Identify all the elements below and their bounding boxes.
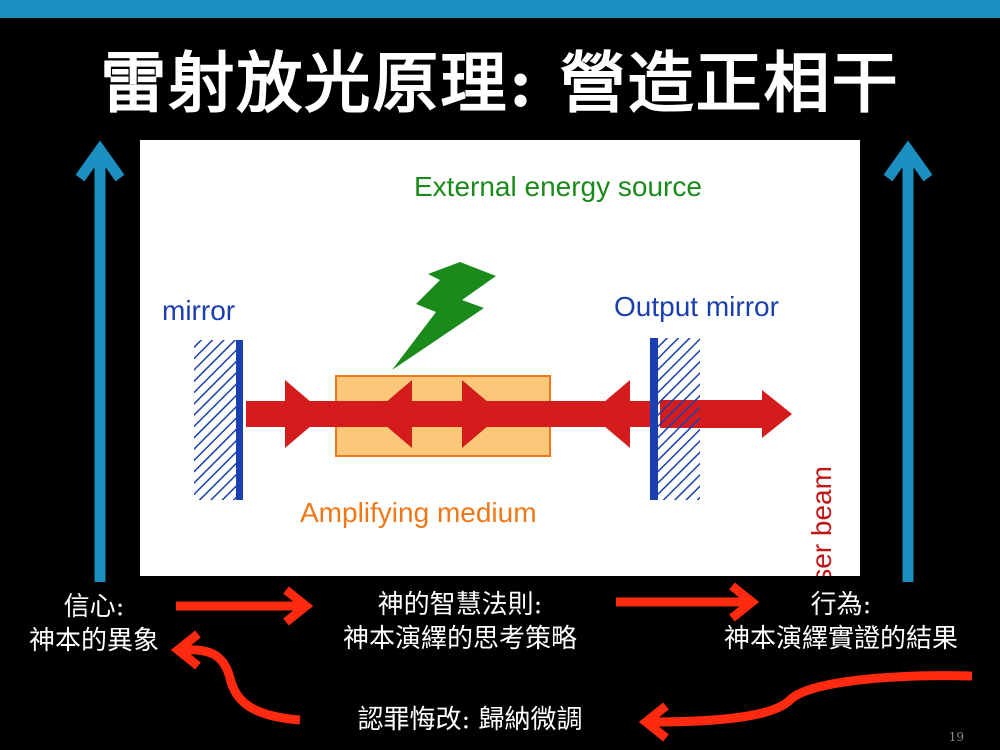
wisdom-to-action-arrow bbox=[616, 582, 760, 622]
output-mirror-hatch bbox=[658, 338, 700, 500]
action-to-repent-arrow bbox=[638, 671, 973, 742]
faith-label: 信心: 神本的異象 bbox=[6, 590, 182, 658]
mirror-label: mirror bbox=[162, 295, 235, 326]
left-mirror-hatch bbox=[194, 340, 236, 500]
output-mirror bbox=[650, 338, 658, 500]
lightning-bolt-icon bbox=[392, 262, 496, 370]
beam-arrowhead-left-2 bbox=[590, 380, 630, 448]
energy-source-label: External energy source bbox=[414, 171, 702, 202]
action-label-line2: 神本演繹實證的結果 bbox=[723, 624, 958, 654]
faith-label-line1: 信心: bbox=[63, 592, 125, 622]
faith-label-line2: 神本的異象 bbox=[28, 626, 159, 656]
output-beam-arrowhead bbox=[762, 390, 792, 438]
top-accent-bar bbox=[0, 0, 1000, 18]
wisdom-label: 神的智慧法則: 神本演繹的思考策略 bbox=[305, 588, 615, 656]
slide-title: 雷射放光原理: 營造正相干 bbox=[100, 44, 900, 122]
wisdom-label-line2: 神本演繹的思考策略 bbox=[342, 624, 577, 654]
left-up-arrow bbox=[75, 140, 125, 582]
repent-label: 認罪悔改: 歸納微調 bbox=[357, 705, 583, 735]
faith-to-wisdom-arrow bbox=[176, 586, 314, 626]
action-label-line1: 行為: bbox=[810, 590, 872, 620]
beam-arrowhead-right-1 bbox=[285, 380, 325, 448]
beam-arrowhead-right-2 bbox=[462, 380, 502, 448]
repent-to-faith-arrow bbox=[170, 630, 301, 725]
beam-arrowhead-left-1 bbox=[372, 380, 412, 448]
wisdom-label-line1: 神的智慧法則: bbox=[377, 590, 543, 620]
laser-diagram: External energy source mirror Output mir… bbox=[140, 140, 860, 576]
left-mirror bbox=[236, 340, 243, 500]
amplifying-medium-label: Amplifying medium bbox=[300, 497, 537, 528]
laser-beam-label: Laser beam bbox=[806, 466, 837, 576]
page-number: 19 bbox=[948, 730, 964, 744]
output-mirror-label: Output mirror bbox=[614, 291, 779, 322]
laser-diagram-graphic: External energy source mirror Output mir… bbox=[162, 171, 837, 576]
action-label: 行為: 神本演繹實證的結果 bbox=[686, 588, 996, 656]
right-up-arrow bbox=[883, 140, 933, 582]
